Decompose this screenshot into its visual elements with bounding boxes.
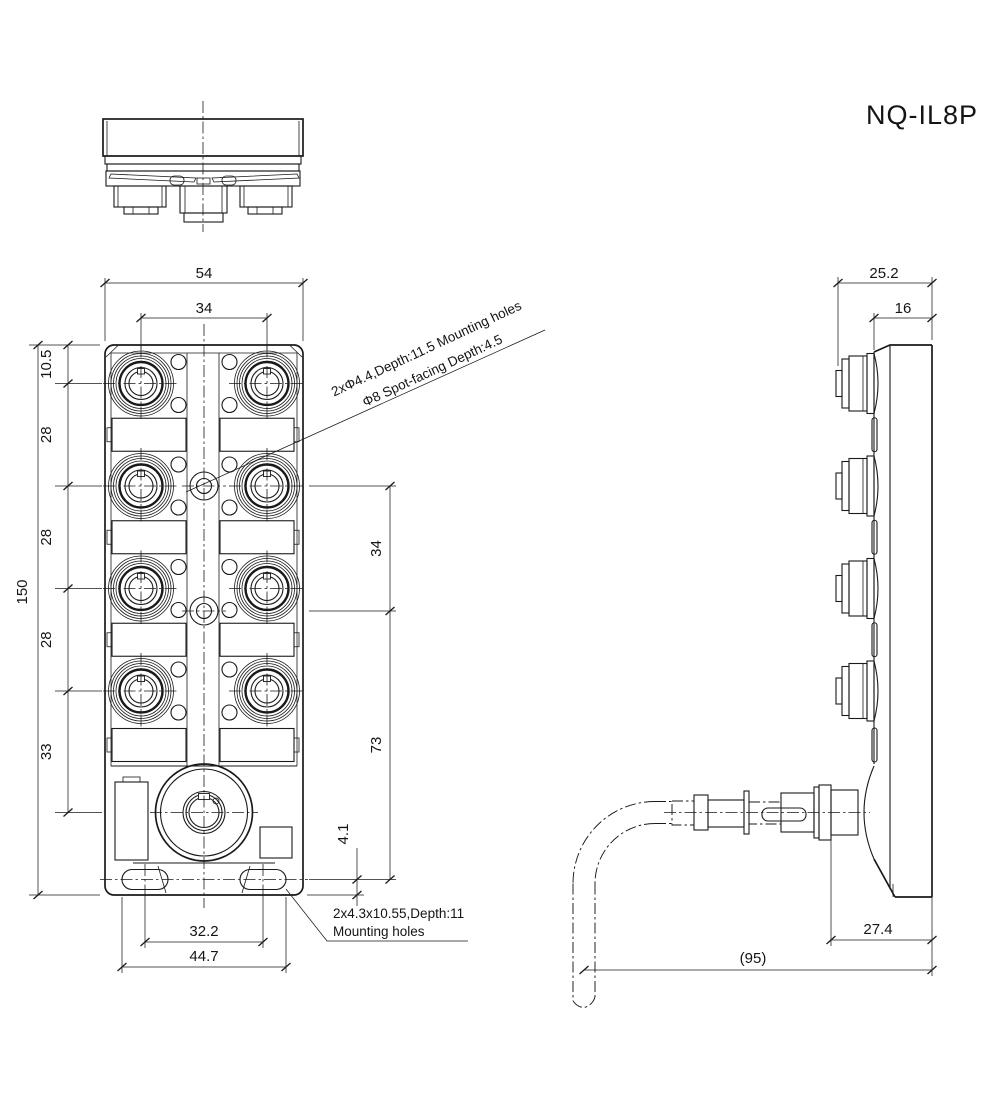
- label-window-row-2: [106, 520, 300, 555]
- dim-connector-to-back-label: 27.4: [863, 921, 892, 938]
- dim-slot-to-bottom-label: 4.1: [335, 824, 352, 845]
- side-connector-r1: [835, 352, 879, 415]
- side-connector-r4: [835, 660, 879, 722]
- m12-connector-r3-right: [227, 549, 307, 628]
- led-indicator-cluster-r3: [170, 558, 238, 619]
- dim-row4-gland-label: 33: [38, 743, 55, 760]
- label-window-row-4: [106, 727, 300, 763]
- dim-slot-spacing-label: 32.2: [189, 923, 218, 940]
- dim-overall-depth-label: 25.2: [869, 265, 898, 282]
- dim-overall-width-label: 54: [196, 265, 213, 282]
- dim-hole-spacing-label: 34: [368, 540, 385, 557]
- dim-top-to-row1-label: 10.5: [38, 350, 55, 379]
- dim-connector-spacing-label: 34: [196, 300, 213, 317]
- m12-connector-r2-left: [101, 446, 181, 526]
- side-connector-r2: [835, 455, 879, 517]
- m12-connector-r2-right: [227, 446, 307, 526]
- cable-bend: [572, 801, 672, 1008]
- top-view-connector-center: [179, 185, 228, 223]
- m12-connector-r1-left: [101, 344, 181, 423]
- side-latch: [114, 781, 149, 861]
- side-view: [572, 344, 933, 1008]
- dim-slot-outer-width-label: 44.7: [189, 948, 218, 965]
- m12-connector-r4-right: [227, 651, 307, 731]
- m12-connector-r3-left: [101, 549, 181, 628]
- top-view: [102, 101, 304, 232]
- dim-body-depth-label: 16: [895, 300, 912, 317]
- note-bottom-holes-line1: 2x4.3x10.55,Depth:11: [333, 906, 464, 921]
- top-view-connector-right: [239, 185, 293, 215]
- drawing-title: NQ-IL8P: [866, 100, 978, 130]
- m12-connector-r4-left: [101, 651, 181, 731]
- led-indicator-cluster-r4: [170, 661, 238, 721]
- led-indicator-cluster-r1: [170, 353, 238, 414]
- dim-row2-row3-label: 28: [38, 529, 55, 546]
- dim-row1-row2-label: 28: [38, 426, 55, 443]
- top-view-connector-left: [113, 185, 167, 215]
- note-bottom-holes-line2: Mounting holes: [333, 924, 425, 939]
- center-holes-leader: [185, 329, 546, 493]
- label-window-row-3: [106, 622, 300, 657]
- dim-row3-row4-label: 28: [38, 631, 55, 648]
- cable-assembly: [572, 784, 870, 1008]
- front-view: [100, 324, 308, 908]
- m12-connector-r1-right: [227, 344, 307, 423]
- side-connector-r3: [835, 557, 879, 620]
- bottom-holes-leader: [285, 888, 468, 942]
- label-window-row-1: [106, 417, 300, 452]
- dim-hole-to-slot-label: 73: [368, 737, 385, 754]
- dimensions: 54 34 150 10.5 28 28 28 33 34 73: [14, 265, 938, 976]
- label-plate: [259, 826, 293, 859]
- dim-cable-bend-label: (95): [740, 950, 767, 967]
- dim-overall-height-label: 150: [14, 579, 31, 604]
